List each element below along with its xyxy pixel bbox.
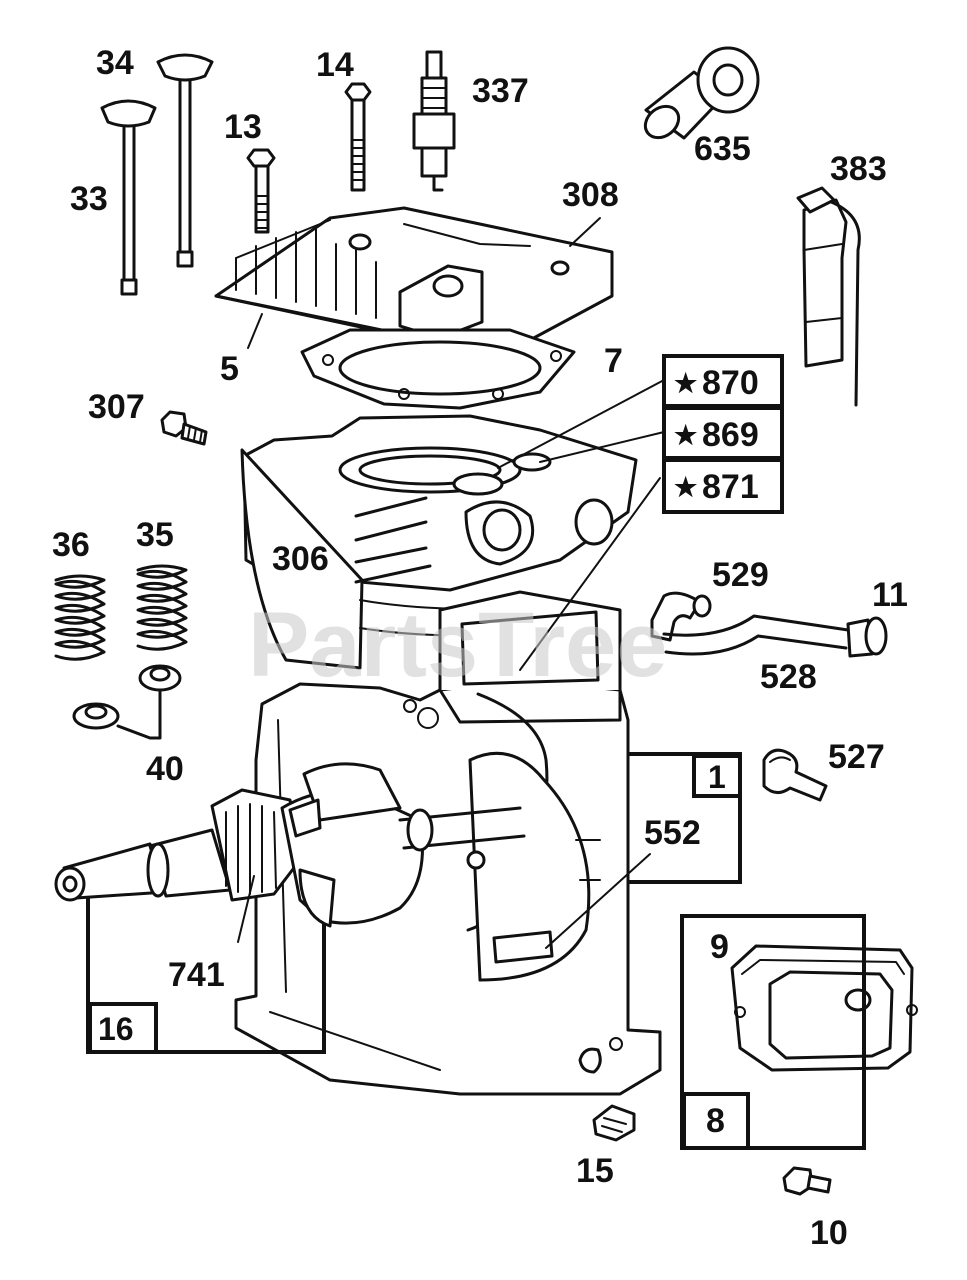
leader-871 <box>519 477 661 671</box>
callout-5[interactable]: 5 <box>220 350 239 388</box>
valve-spring-right[interactable] <box>136 564 188 651</box>
head-bolt-long[interactable] <box>344 82 372 192</box>
callout-13[interactable]: 13 <box>224 108 262 146</box>
callout-527[interactable]: 527 <box>828 738 885 776</box>
star-icon: ★ <box>674 420 698 450</box>
callout-8: 8 <box>706 1102 725 1140</box>
callout-870: 870 <box>702 364 759 402</box>
assembly-frame-1 <box>628 752 742 884</box>
callout-16: 16 <box>98 1011 134 1047</box>
callout-1: 1 <box>708 759 726 795</box>
screw-small[interactable] <box>160 410 208 446</box>
leader-40 <box>116 688 162 740</box>
callout-9[interactable]: 9 <box>710 928 729 966</box>
callout-33[interactable]: 33 <box>70 180 108 218</box>
callout-7[interactable]: 7 <box>604 342 623 380</box>
leader-869 <box>539 431 665 463</box>
callout-36[interactable]: 36 <box>52 526 90 564</box>
cylinder-block[interactable] <box>240 414 638 670</box>
head-gasket[interactable] <box>300 328 576 410</box>
callout-15[interactable]: 15 <box>576 1152 614 1190</box>
spring-retainer-left[interactable] <box>72 702 120 730</box>
valve-spring-left[interactable] <box>54 574 106 661</box>
callout-308[interactable]: 308 <box>562 176 619 214</box>
cylinder-head[interactable] <box>214 206 614 346</box>
callout-307[interactable]: 307 <box>88 388 145 426</box>
head-bolt-short[interactable] <box>246 148 276 234</box>
spark-plug-wrench[interactable] <box>796 186 861 407</box>
callout-383[interactable]: 383 <box>830 150 887 188</box>
callout-10[interactable]: 10 <box>810 1214 848 1252</box>
callout-306[interactable]: 306 <box>272 540 329 578</box>
leader-870 <box>497 379 665 469</box>
spark-plug-boot[interactable] <box>639 46 760 144</box>
valve-exhaust[interactable] <box>100 99 157 296</box>
leader-5 <box>247 313 263 349</box>
callout-box-1[interactable]: 1 <box>692 754 742 798</box>
breather-tube[interactable] <box>650 591 888 658</box>
star-icon: ★ <box>674 368 698 398</box>
callout-34[interactable]: 34 <box>96 44 134 82</box>
callout-box-8[interactable]: 8 <box>682 1092 750 1150</box>
leader-552 <box>545 853 651 949</box>
callout-741[interactable]: 741 <box>168 956 225 994</box>
breather-assembly[interactable] <box>730 944 918 1072</box>
callout-528[interactable]: 528 <box>760 658 817 696</box>
callout-box-871[interactable]: ★ 871 <box>662 458 784 514</box>
star-icon: ★ <box>674 472 698 502</box>
callout-529[interactable]: 529 <box>712 556 769 594</box>
callout-box-870[interactable]: ★ 870 <box>662 354 784 408</box>
callout-box-869[interactable]: ★ 869 <box>662 406 784 460</box>
callout-635[interactable]: 635 <box>694 130 751 168</box>
valve-intake[interactable] <box>156 53 214 268</box>
crankshaft[interactable] <box>54 762 526 928</box>
callout-40[interactable]: 40 <box>146 750 184 788</box>
callout-869: 869 <box>702 416 759 454</box>
callout-35[interactable]: 35 <box>136 516 174 554</box>
callout-11[interactable]: 11 <box>872 576 908 614</box>
breather-screw[interactable] <box>782 1166 832 1196</box>
watermark: PartsTree <box>248 594 667 696</box>
assembly-frame-16 <box>86 898 326 1054</box>
leader-308 <box>569 217 601 247</box>
spark-plug[interactable] <box>412 50 456 192</box>
callout-871: 871 <box>702 468 759 506</box>
tube-clamp[interactable] <box>762 748 828 802</box>
spring-retainer-right[interactable] <box>138 664 182 692</box>
oil-drain-plug[interactable] <box>592 1104 636 1142</box>
callout-552[interactable]: 552 <box>644 814 701 852</box>
leader-741 <box>237 875 255 943</box>
callout-337[interactable]: 337 <box>472 72 529 110</box>
callout-14[interactable]: 14 <box>316 46 354 84</box>
callout-box-16[interactable]: 16 <box>88 1002 158 1054</box>
assembly-frame-8 <box>680 914 866 1150</box>
